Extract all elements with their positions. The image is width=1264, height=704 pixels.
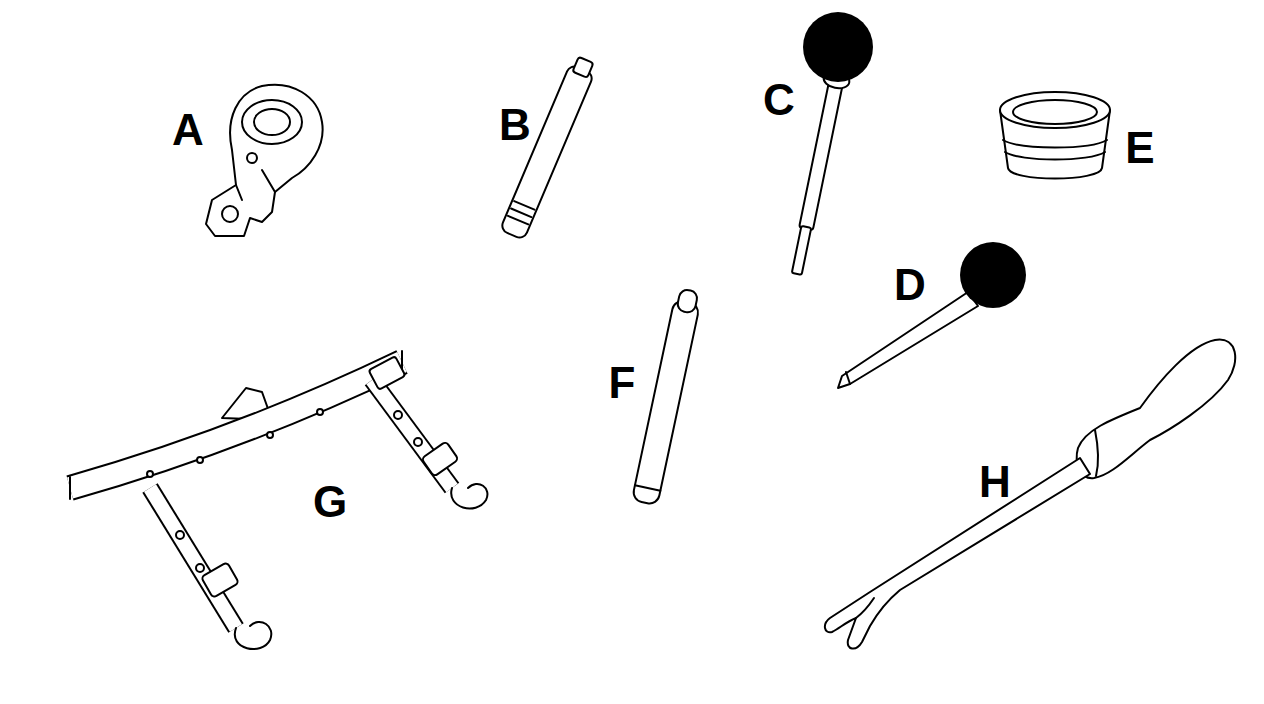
ratchet-head (206, 85, 323, 236)
part-letter: E (1125, 126, 1154, 170)
part-letter: B (499, 103, 531, 147)
drive-bar (632, 288, 703, 506)
compressor-frame (70, 351, 487, 649)
part-letter: C (763, 78, 795, 122)
forked-tool (825, 340, 1235, 649)
ball-handle-pin (838, 242, 1026, 388)
part-letter: F (609, 361, 636, 405)
part-letter: D (894, 263, 926, 307)
part-letter: G (313, 480, 347, 524)
part-letter: H (979, 460, 1011, 504)
extension-bar (500, 55, 598, 240)
part-letter: A (172, 108, 204, 152)
ball-handle-driver (784, 12, 873, 277)
socket (1000, 92, 1110, 179)
